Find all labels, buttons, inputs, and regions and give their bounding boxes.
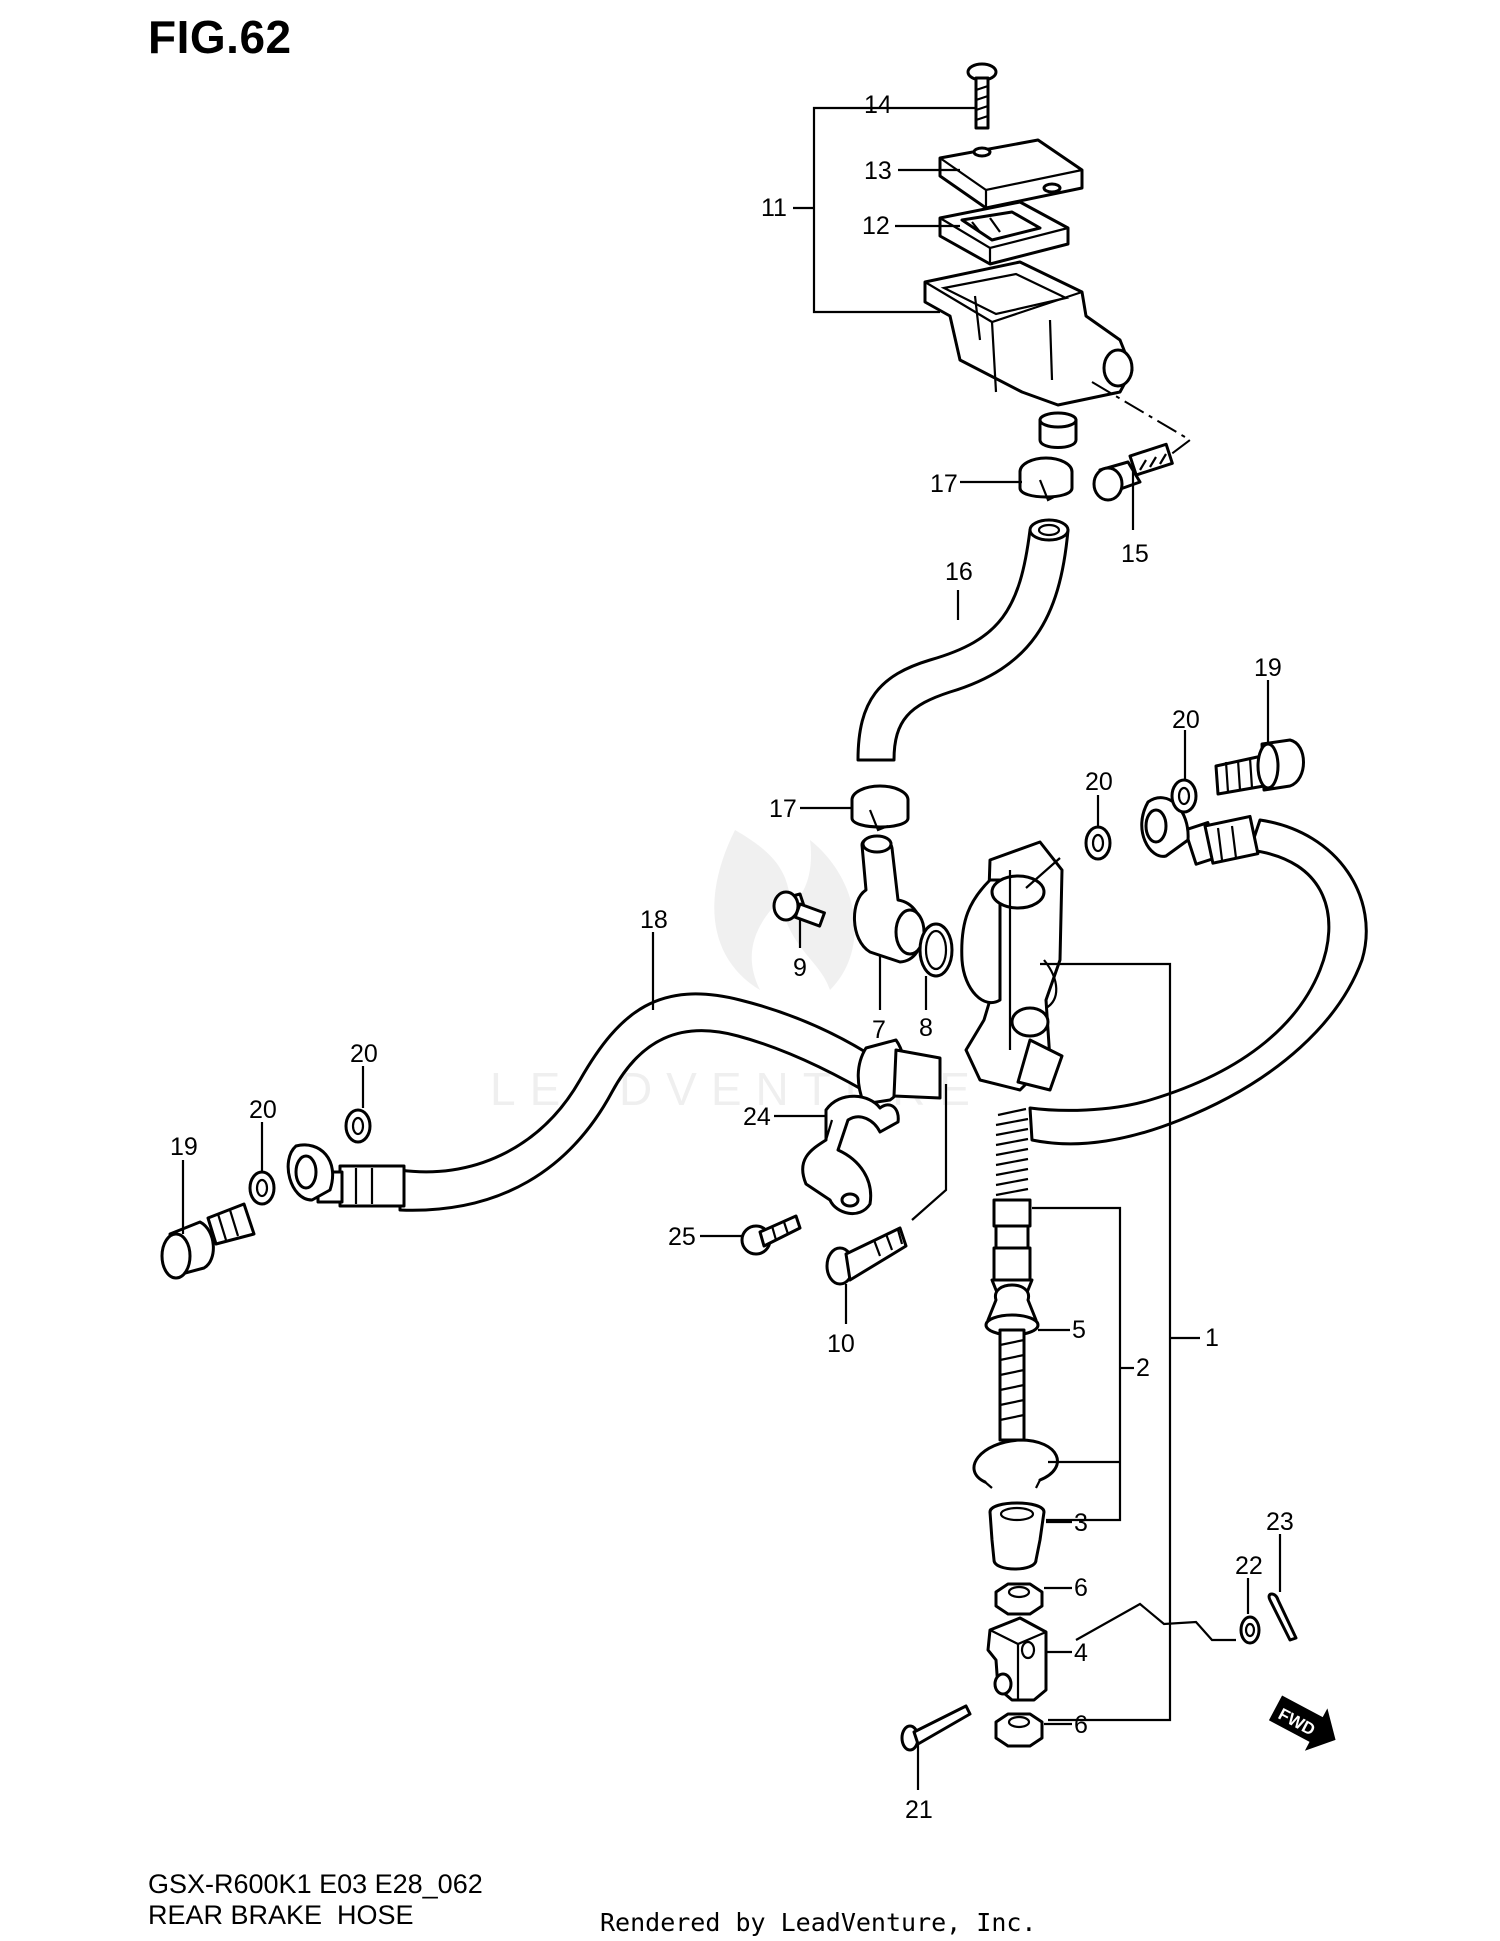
callout-20-left-upper: 20 [350,1040,378,1068]
callout-10: 10 [827,1330,855,1358]
callout-20-right-lower: 20 [1085,768,1113,796]
part-2-push-rod [984,1107,1040,1442]
part-17-clamp-upper [1018,456,1074,502]
callout-15: 15 [1121,540,1149,568]
callout-labels: 14 13 11 12 17 15 16 19 20 20 17 18 9 7 … [170,91,1294,1824]
callout-25: 25 [668,1223,696,1251]
callout-8: 8 [919,1014,933,1042]
callout-24: 24 [743,1103,771,1131]
callout-12: 12 [862,212,890,240]
part-22-washer [1239,1615,1261,1645]
callout-17-lower: 17 [769,795,797,823]
callout-22: 22 [1235,1552,1263,1580]
part-25-screw [740,1214,802,1256]
callout-6-lower: 6 [1074,1711,1088,1739]
callout-13: 13 [864,157,892,185]
callout-21: 21 [905,1796,933,1824]
part-4-clevis [986,1616,1048,1702]
callout-20-right-upper: 20 [1172,706,1200,734]
part-19-bolt-left [160,1202,256,1280]
part-7-joint [853,834,926,964]
callout-5: 5 [1072,1316,1086,1344]
callout-11: 11 [761,194,787,222]
callout-7: 7 [872,1016,886,1044]
callout-20-left-lower: 20 [249,1096,277,1124]
reservoir-assembly [923,62,1192,456]
part-13-cap [938,138,1084,210]
part-23-cotter-pin [1267,1592,1298,1642]
part-17-clamp-lower [850,784,910,832]
part-boot [988,1501,1046,1571]
callout-23: 23 [1266,1508,1294,1536]
part-8-o-ring [918,922,954,978]
part-6-nut-lower [994,1712,1044,1748]
rendered-by: Rendered by LeadVenture, Inc. [600,1908,1037,1937]
callout-17-upper: 17 [930,470,958,498]
part-20-washer-right-1 [1084,825,1112,861]
callout-19-right: 19 [1254,654,1282,682]
model-code: GSX-R600K1 E03 E28_062 [148,1869,483,1899]
part-3-circlip [972,1438,1059,1489]
part-6-nut-upper [994,1582,1044,1616]
part-21-pin [900,1704,972,1752]
part-24-bracket [801,1094,900,1215]
part-16-hose [856,518,1070,762]
callout-6-upper: 6 [1074,1574,1088,1602]
leader-lines [181,106,1282,1790]
callout-9: 9 [793,954,807,982]
callout-3: 3 [1074,1509,1088,1537]
part-20-washer-right-2 [1170,778,1198,814]
part-12-diaphragm [938,200,1070,266]
callout-18: 18 [640,906,668,934]
part-19-bolt-right [1214,738,1305,796]
callout-1: 1 [1205,1324,1219,1352]
callout-4: 4 [1074,1639,1088,1667]
part-10-bolt [825,1226,908,1286]
part-18-left-brake-hose [286,992,942,1212]
part-9-screw [772,890,826,928]
alignment-line [1091,381,1192,456]
diagram-title: REAR BRAKE HOSE [148,1900,414,1930]
figure-title: FIG.62 [148,11,292,63]
callout-16: 16 [945,558,973,586]
part-14-screw [966,62,998,130]
part-15-bolt [1092,442,1174,502]
part-20-washer-left-2 [344,1108,372,1144]
callout-2: 2 [1136,1354,1150,1382]
master-cylinder [960,840,1064,1092]
right-brake-hose [1028,796,1368,1146]
part-20-washer-left-1 [248,1170,276,1206]
part-11-reservoir-body [923,260,1134,449]
callout-14: 14 [864,91,892,119]
fwd-arrow-icon: FWD [1268,1695,1336,1751]
callout-19-left: 19 [170,1133,198,1161]
